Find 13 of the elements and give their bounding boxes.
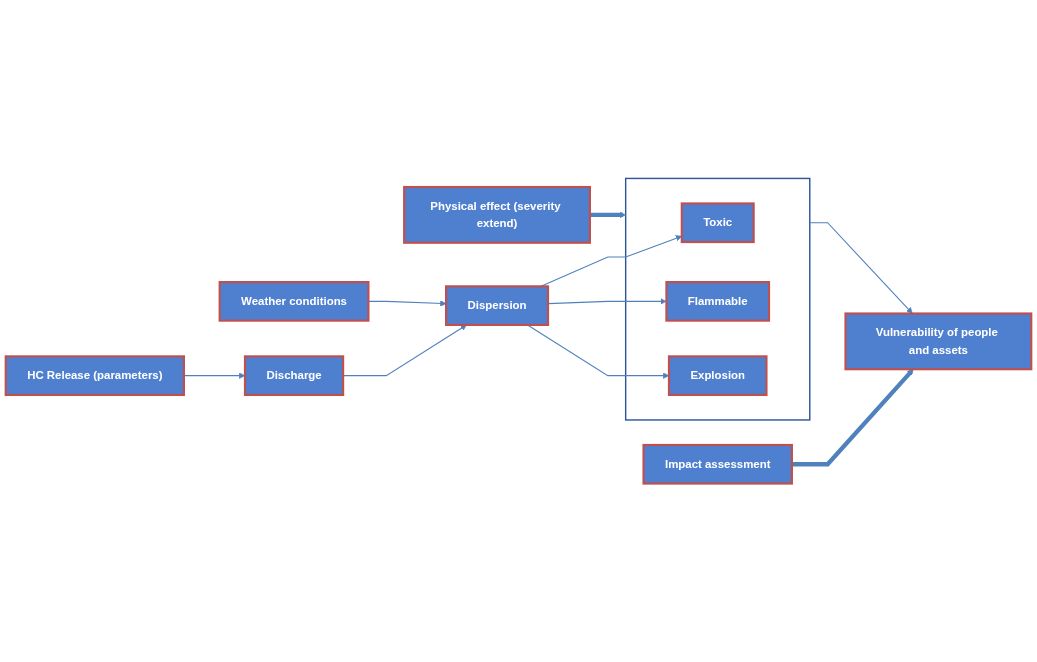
node-box: Toxic [680, 202, 755, 244]
node-box: Physical effect (severity extend) [403, 185, 591, 244]
node-box: HC Release (parameters) [4, 355, 185, 396]
node-box: Explosion [667, 355, 768, 396]
node-box: Impact assessment [642, 443, 793, 485]
node-box: Discharge [243, 355, 345, 396]
arrow [589, 211, 626, 219]
node-box: Flammable [665, 281, 771, 322]
node-box: Vulnerability of people and assets [844, 312, 1033, 371]
cluster [624, 177, 811, 421]
arrow [809, 222, 913, 314]
node-box: Weather conditions [218, 281, 370, 322]
node-box: Dispersion [445, 285, 550, 326]
